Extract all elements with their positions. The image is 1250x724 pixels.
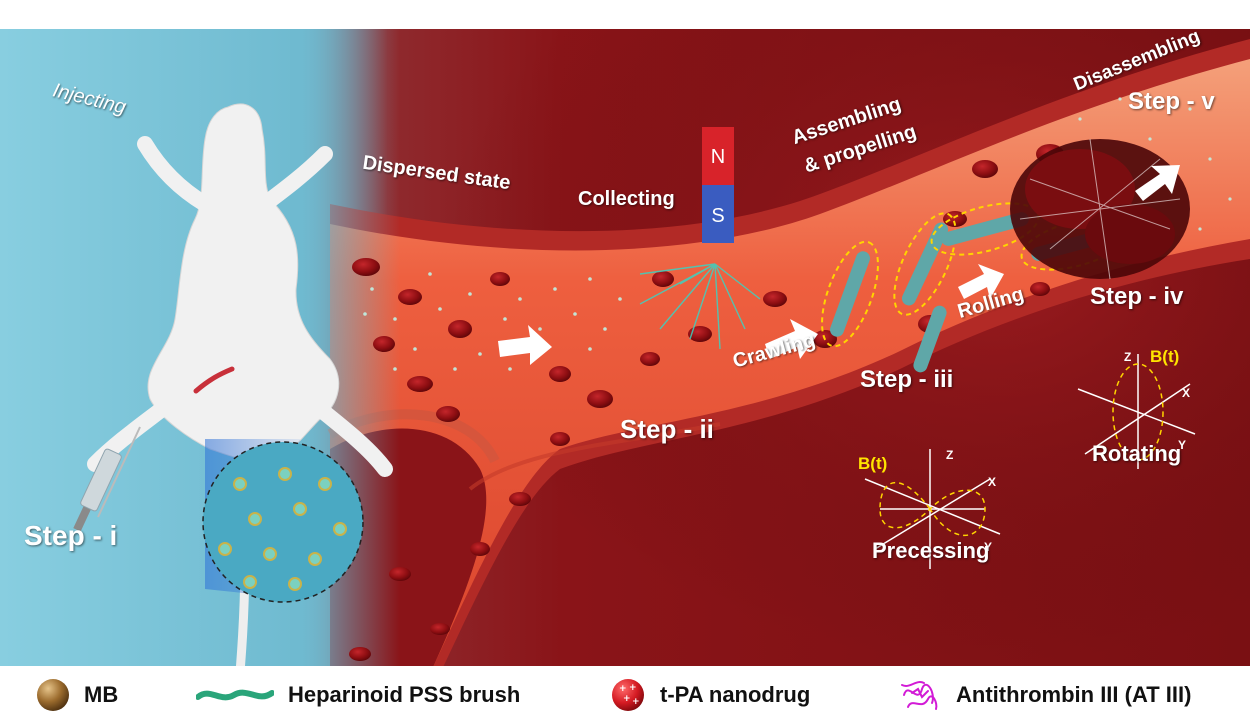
pss-brush-icon xyxy=(196,689,274,701)
label-collecting: Collecting xyxy=(578,188,675,210)
precessing-axis-z: Z xyxy=(946,448,953,462)
legend-item-mb: MB xyxy=(36,678,118,712)
magnet xyxy=(702,127,734,243)
tpa-nanodrug-icon: ++++ xyxy=(612,679,644,711)
svg-text:+: + xyxy=(629,683,637,693)
step-v-label: Step - v xyxy=(1128,88,1215,115)
legend-item-pss-brush: Heparinoid PSS brush xyxy=(196,678,520,712)
step-iii-label: Step - iii xyxy=(860,366,954,393)
precessing-field-diagram xyxy=(864,449,1001,569)
rotating-field-diagram xyxy=(1077,354,1196,469)
legend-label-antithrombin: Antithrombin III (AT III) xyxy=(956,682,1192,707)
svg-text:+: + xyxy=(619,684,627,694)
legend: MB Heparinoid PSS brush ++++ t-PA nanodr… xyxy=(0,666,1250,724)
svg-text:+: + xyxy=(632,697,640,707)
legend-label-pss-brush: Heparinoid PSS brush xyxy=(288,682,521,707)
antithrombin-icon xyxy=(901,681,938,710)
magnet-south-label: S xyxy=(711,205,724,227)
zoom-inset xyxy=(202,439,364,603)
rotating-axis-z: Z xyxy=(1124,350,1131,364)
precessing-axis-x: X xyxy=(988,475,996,489)
precessing-axis-y: Y xyxy=(984,540,992,554)
legend-label-mb: MB xyxy=(84,682,119,707)
precessing-field-label: B(t) xyxy=(858,454,887,473)
thrombus xyxy=(1010,138,1190,280)
step-ii-label: Step - ii xyxy=(620,414,714,444)
label-rotating: Rotating xyxy=(1092,441,1182,466)
label-precessing: Precessing xyxy=(872,538,990,563)
legend-item-tpa: ++++ t-PA nanodrug xyxy=(610,678,810,712)
rotating-field-label: B(t) xyxy=(1150,347,1179,366)
step-i-label: Step - i xyxy=(24,520,118,551)
svg-text:+: + xyxy=(623,694,631,704)
mb-sphere-icon xyxy=(37,679,69,711)
magnet-north-label: N xyxy=(711,146,725,168)
legend-label-tpa: t-PA nanodrug xyxy=(660,682,811,707)
rotating-axis-y: Y xyxy=(1178,438,1186,452)
step-iv-label: Step - iv xyxy=(1090,283,1184,310)
flow-arrows xyxy=(498,165,1180,365)
rotating-axis-x: X xyxy=(1182,386,1190,400)
syringe-icon xyxy=(73,426,141,532)
collecting-burst xyxy=(639,263,761,350)
legend-item-antithrombin: Antithrombin III (AT III) xyxy=(898,678,1191,712)
